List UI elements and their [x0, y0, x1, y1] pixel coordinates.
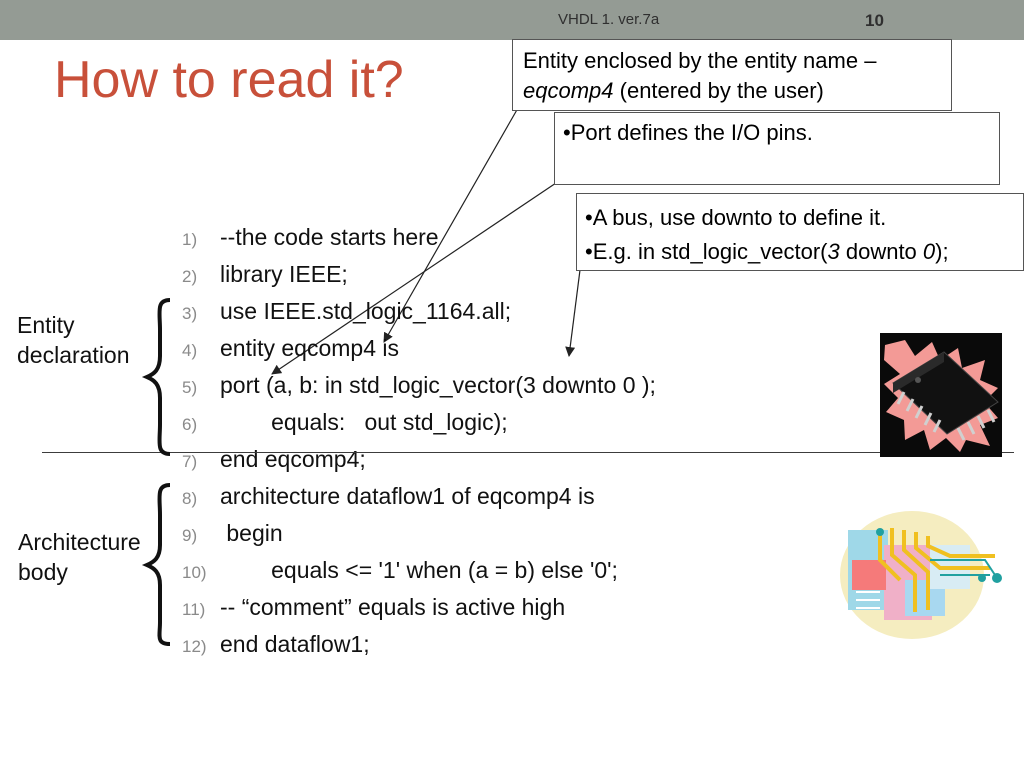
arrow-port [271, 182, 557, 375]
entity-label-line1: Entity [17, 312, 75, 338]
page-number: 10 [865, 11, 884, 30]
code-text: equals: out std_logic); [220, 409, 508, 435]
header-label: VHDL 1. ver.7a [558, 11, 660, 28]
code-text: architecture dataflow1 of eqcomp4 is [220, 483, 595, 509]
code-text: --the code starts here [220, 224, 439, 250]
line-number: 2) [182, 267, 198, 286]
entity-name-callout: Entity enclosed by the entity name – eqc… [512, 39, 952, 111]
architecture-body-label: Architecture body [18, 527, 141, 587]
code-text: end eqcomp4; [220, 446, 366, 472]
line-number: 3) [182, 304, 198, 323]
line-number: 8) [182, 489, 198, 508]
entity-brace [141, 298, 171, 456]
bus-callout-l2-b: 3 [827, 239, 840, 264]
code-text: use IEEE.std_logic_1164.all; [220, 298, 512, 324]
code-line: 12) end dataflow1; [182, 631, 370, 668]
bus-callout: •A bus, use downto to define it. •E.g. i… [576, 193, 1024, 271]
code-line: 8) architecture dataflow1 of eqcomp4 is [182, 483, 595, 520]
code-line: 7) end eqcomp4; [182, 446, 366, 483]
bus-callout-line2: •E.g. in std_logic_vector(3 downto 0); [585, 235, 1015, 269]
top-bar [0, 0, 1024, 40]
code-text: end dataflow1; [220, 631, 370, 657]
entity-callout-text: Entity enclosed by the entity name – [523, 48, 877, 73]
code-text: begin [220, 520, 283, 546]
bus-callout-line1: •A bus, use downto to define it. [585, 205, 887, 230]
arrow-bus [565, 269, 581, 357]
line-number: 5) [182, 378, 198, 397]
entity-callout-note: (entered by the user) [613, 78, 824, 103]
code-text: equals <= '1' when (a = b) else '0'; [220, 557, 618, 583]
code-line: 4) entity eqcomp4 is [182, 335, 399, 372]
code-line: 5) port (a, b: in std_logic_vector(3 down… [182, 372, 656, 409]
code-text: port (a, b: in std_logic_vector(3 downto… [220, 372, 656, 398]
code-line: 3) use IEEE.std_logic_1164.all; [182, 298, 511, 335]
bus-callout-l2-d: 0 [922, 239, 936, 264]
code-line: 11) -- “comment” equals is active high [182, 594, 565, 631]
bus-callout-l2-c: downto [839, 239, 923, 264]
architecture-brace [141, 483, 171, 646]
line-number: 11) [182, 600, 206, 619]
code-line: 2) library IEEE; [182, 261, 348, 298]
code-text: -- “comment” equals is active high [220, 594, 566, 620]
code-text: entity eqcomp4 is [220, 335, 399, 361]
arrow-entity-name [383, 107, 519, 343]
entity-label-line2: declaration [17, 342, 130, 368]
architecture-label-line2: body [18, 559, 68, 585]
bus-callout-l2-a: •E.g. in std_logic_vector( [585, 239, 828, 264]
line-number: 4) [182, 341, 198, 360]
line-number: 6) [182, 415, 198, 434]
architecture-label-line1: Architecture [18, 529, 141, 555]
line-number: 10) [182, 563, 207, 582]
port-callout: •Port defines the I/O pins. [554, 112, 1000, 185]
slide-title: How to read it? [54, 51, 404, 109]
code-line: 9) begin [182, 520, 283, 557]
code-line: 6) equals: out std_logic); [182, 409, 508, 446]
bus-callout-l2-e: ); [935, 239, 949, 264]
line-number: 1) [182, 230, 198, 249]
code-text: library IEEE; [220, 261, 348, 287]
line-number: 9) [182, 526, 198, 545]
entity-callout-name: eqcomp4 [523, 78, 614, 103]
code-line: 1) --the code starts here [182, 224, 439, 261]
code-line: 10) equals <= '1' when (a = b) else '0'; [182, 557, 618, 594]
line-number: 7) [182, 452, 198, 471]
entity-declaration-label: Entity declaration [17, 310, 130, 370]
section-divider [42, 452, 1014, 453]
line-number: 12) [182, 637, 207, 656]
port-callout-text: •Port defines the I/O pins. [563, 120, 813, 145]
